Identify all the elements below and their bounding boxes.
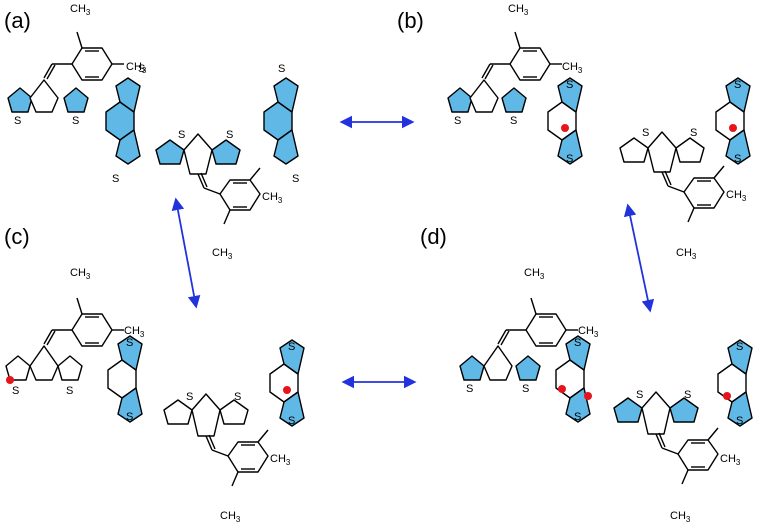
sulfur-label: S — [642, 127, 649, 139]
sulfur-label: S — [690, 127, 697, 139]
sulfur-label: S — [510, 115, 517, 127]
methyl-label: CH3 — [524, 267, 545, 281]
sulfur-label: S — [14, 115, 21, 127]
sulfur-label: S — [112, 173, 119, 185]
sulfur-label: S — [734, 79, 741, 91]
methyl-label: CH3 — [212, 247, 233, 261]
methyl-label: CH3 — [720, 453, 741, 467]
sulfur-label: S — [72, 115, 79, 127]
sulfur-label: S — [574, 411, 581, 423]
radical-dot — [283, 386, 291, 394]
sulfur-label: S — [138, 63, 145, 75]
sulfur-label: S — [636, 389, 643, 401]
sulfur-label: S — [186, 391, 193, 403]
methyl-label: CH3 — [262, 191, 283, 205]
sulfur-label: S — [566, 79, 573, 91]
molecule-a: CH3 CH3 CH3 CH3 S S S S S S S S — [7, 3, 299, 261]
sulfur-label: S — [454, 115, 461, 127]
sulfur-label: S — [288, 415, 295, 427]
sulfur-label: S — [466, 383, 473, 395]
sulfur-label: S — [522, 383, 529, 395]
panel-label-c: (c) — [4, 224, 30, 249]
sulfur-label: S — [234, 391, 241, 403]
molecule-b: CH3 CH3 CH3 CH3 S S S S S S S S — [447, 3, 751, 261]
sulfur-label: S — [126, 411, 133, 423]
methyl-label: CH3 — [670, 510, 691, 524]
methyl-label: CH3 — [508, 3, 529, 17]
resonance-arrow-b-d — [623, 203, 655, 313]
radical-dot — [558, 385, 566, 393]
panel-label-a: (a) — [4, 8, 31, 33]
radical-dot — [561, 124, 569, 132]
sulfur-label: S — [66, 385, 73, 397]
sulfur-label: S — [12, 385, 19, 397]
radical-dot — [723, 392, 731, 400]
methyl-label: CH3 — [70, 267, 91, 281]
resonance-arrow-a-c — [171, 197, 201, 309]
methyl-label: CH3 — [70, 3, 91, 17]
sulfur-label: S — [126, 337, 133, 349]
sulfur-label: S — [566, 153, 573, 165]
methyl-label: CH3 — [126, 61, 147, 75]
sulfur-label: S — [292, 173, 299, 185]
molecule-c: CH3 CH3 CH3 CH3 S S S S S S S S — [5, 267, 305, 524]
radical-dot — [729, 124, 737, 132]
sulfur-label: S — [684, 389, 691, 401]
sulfur-label: S — [288, 341, 295, 353]
methyl-label: CH3 — [270, 453, 291, 467]
sulfur-label: S — [178, 129, 185, 141]
panel-label-b: (b) — [397, 8, 424, 33]
methyl-label: CH3 — [124, 325, 145, 339]
radical-dot — [6, 376, 14, 384]
methyl-label: CH3 — [220, 510, 241, 524]
methyl-label: CH3 — [562, 61, 583, 75]
sulfur-label: S — [226, 129, 233, 141]
sulfur-label: S — [278, 63, 285, 75]
methyl-label: CH3 — [676, 247, 697, 261]
radical-dot — [584, 392, 592, 400]
methyl-label: CH3 — [726, 189, 747, 203]
sulfur-label: S — [574, 337, 581, 349]
sulfur-label: S — [734, 153, 741, 165]
sulfur-label: S — [736, 341, 743, 353]
panel-label-d: (d) — [420, 224, 447, 249]
methyl-label: CH3 — [578, 325, 599, 339]
molecule-d: CH3 CH3 CH3 CH3 S S S S S S S S — [459, 267, 753, 524]
sulfur-label: S — [736, 415, 743, 427]
